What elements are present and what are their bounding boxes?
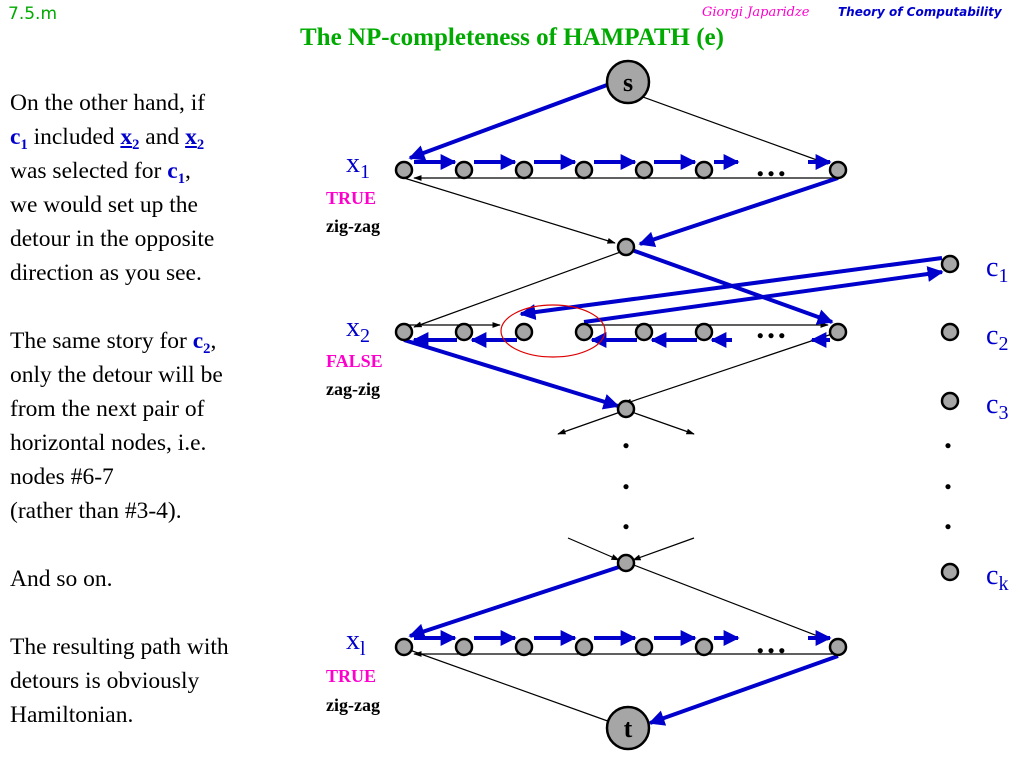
svg-text:x2: x2 <box>346 312 370 347</box>
variable-node <box>694 637 714 657</box>
svg-text:zag-zig: zag-zig <box>326 379 380 399</box>
variable-node <box>828 637 848 657</box>
text-line: was selected for c1, <box>10 158 191 188</box>
text-line: we would set up the <box>10 192 198 218</box>
junction-node <box>616 553 636 573</box>
text-line: direction as you see. <box>10 260 202 286</box>
slide-number: 7.5.m <box>8 4 57 24</box>
svg-text:.: . <box>944 500 952 536</box>
junction-node <box>616 399 636 419</box>
clause-label: c3 <box>986 389 1008 424</box>
variable-node <box>574 322 594 342</box>
thin-edges <box>403 91 839 725</box>
variable-node <box>394 160 414 180</box>
text-line: On the other hand, if <box>10 90 206 116</box>
text-line: nodes #6-7 <box>10 464 114 490</box>
clause-node <box>940 254 960 274</box>
clause-ref: c1 <box>10 124 28 154</box>
hamiltonian-path <box>403 83 944 726</box>
variable-node <box>454 160 474 180</box>
row-x2-nodes <box>394 322 848 342</box>
text-line: Hamiltonian. <box>10 702 134 728</box>
svg-text:zig-zag: zig-zag <box>326 695 380 715</box>
clause-ref: c1 <box>167 158 185 188</box>
row-xl-nodes <box>394 637 848 657</box>
variable-node <box>828 160 848 180</box>
variable-node <box>634 160 654 180</box>
clause-label: ck <box>986 560 1008 595</box>
variable-node <box>694 160 714 180</box>
clause-nodes <box>940 254 960 582</box>
clause-node <box>940 322 960 342</box>
svg-text:.: . <box>944 419 952 455</box>
row-ellipsis: … <box>755 147 787 183</box>
variable-node <box>574 160 594 180</box>
clause-ref: c2 <box>192 328 211 358</box>
end-node: t <box>605 705 651 751</box>
variable-node <box>514 160 534 180</box>
clause-node <box>940 562 960 582</box>
text-line: horizontal nodes, i.e. <box>10 430 207 456</box>
text-line: detour in the opposite <box>10 226 215 252</box>
junction-node <box>616 237 636 257</box>
author-name: Giorgi Japaridze <box>702 5 810 20</box>
literal-ref: x2 <box>185 124 205 154</box>
paragraph-detour-explanation: On the other hand, if c1 included x2 and… <box>10 86 214 290</box>
variable-node <box>514 637 534 657</box>
svg-text:.: . <box>622 500 630 536</box>
text-line: (rather than #3-4). <box>10 498 182 524</box>
text-line: c1 included x2 and x2 <box>10 124 205 154</box>
variable-node <box>454 322 474 342</box>
paragraph-same-story: The same story for c2, only the detour w… <box>10 324 223 528</box>
start-node: s <box>605 59 651 105</box>
variable-node <box>394 322 414 342</box>
row-ellipsis: … <box>755 624 787 660</box>
junction-nodes <box>616 237 636 573</box>
course-name: Theory of Computability <box>838 5 1002 19</box>
variable-node <box>634 637 654 657</box>
svg-text:xl: xl <box>346 625 366 660</box>
text-line: And so on. <box>10 566 113 592</box>
svg-text:.: . <box>622 460 630 496</box>
svg-text:x1: x1 <box>346 148 370 183</box>
row-ellipsis: … <box>755 309 787 345</box>
text-line: from the next pair of <box>10 396 205 422</box>
clause-label: c1 <box>986 252 1008 287</box>
vertical-dots: . . . . . . <box>622 419 952 536</box>
row-label-x1: x1 TRUE zig-zag <box>326 148 380 236</box>
svg-text:TRUE: TRUE <box>326 188 376 208</box>
svg-text:FALSE: FALSE <box>326 351 383 371</box>
variable-node <box>574 637 594 657</box>
variable-node <box>828 322 848 342</box>
text-line: The resulting path with <box>10 634 229 660</box>
svg-text:.: . <box>944 460 952 496</box>
paragraph-and-so-on: And so on. <box>10 562 113 596</box>
text-line: only the detour will be <box>10 362 223 388</box>
row-label-xl: xl TRUE zig-zag <box>326 625 380 715</box>
variable-node <box>694 322 714 342</box>
svg-text:s: s <box>623 68 633 97</box>
row-x1-nodes <box>394 160 848 180</box>
detour-highlight <box>500 304 606 358</box>
clause-label: c2 <box>986 320 1008 355</box>
paragraph-resulting-path: The resulting path with detours is obvio… <box>10 630 229 732</box>
variable-node <box>454 637 474 657</box>
svg-text:.: . <box>622 419 630 455</box>
text-line: detours is obviously <box>10 668 200 694</box>
literal-ref: x2 <box>120 124 140 154</box>
variable-node <box>634 322 654 342</box>
clause-node <box>940 391 960 411</box>
svg-text:zig-zag: zig-zag <box>326 216 380 236</box>
svg-text:t: t <box>624 714 633 743</box>
variable-node <box>394 637 414 657</box>
slide-title: The NP-completeness of HAMPATH (e) <box>300 24 724 51</box>
variable-node <box>514 322 534 342</box>
row-label-x2: x2 FALSE zag-zig <box>326 312 383 399</box>
clause-labels: c1 c2 c3 ck <box>986 252 1008 595</box>
svg-text:TRUE: TRUE <box>326 666 376 686</box>
text-line: The same story for c2, <box>10 328 217 358</box>
